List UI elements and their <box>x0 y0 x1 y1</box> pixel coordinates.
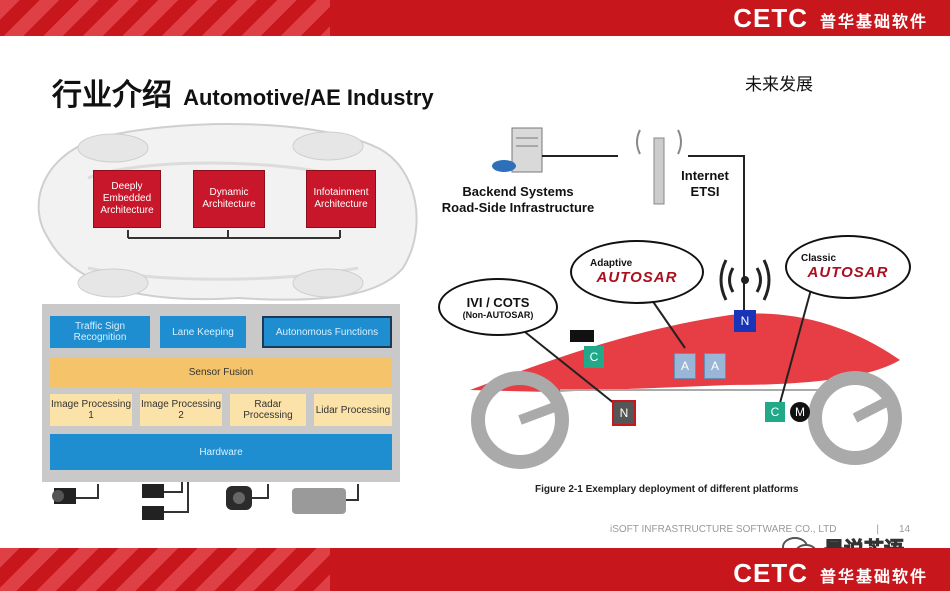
footer-page-number: 14 <box>899 524 911 535</box>
radar-sensor-icon <box>226 484 269 510</box>
software-stack: Traffic Sign Recognition Lane Keeping Au… <box>42 304 400 482</box>
footer-stripes <box>0 548 330 591</box>
camera-icon <box>52 484 99 504</box>
node-a-2: A <box>704 353 726 379</box>
infotainment-architecture-box: Infotainment Architecture <box>306 170 376 228</box>
header-stripes <box>0 0 330 36</box>
stereo-camera-icon <box>142 482 189 520</box>
sensor-icons <box>52 482 359 520</box>
antenna-icon <box>636 129 682 205</box>
title-en: Automotive/AE Industry <box>183 85 434 110</box>
image-processing-2: Image Processing 2 <box>140 394 222 426</box>
camera-icon <box>570 330 594 342</box>
wireless-signal-icon <box>719 259 771 301</box>
title-cn: 行业介绍 <box>52 78 172 113</box>
image-processing-1: Image Processing 1 <box>50 394 132 426</box>
deployment-lines <box>470 127 902 469</box>
internet-label: Internet ETSI <box>681 168 729 199</box>
lidar-processing: Lidar Processing <box>314 394 392 426</box>
node-a-1: A <box>674 353 696 379</box>
front-wheel <box>808 371 902 465</box>
car-diagram: Deeply Embedded Architecture Dynamic Arc… <box>18 118 428 308</box>
node-n-antenna: N <box>734 310 756 332</box>
autonomous-functions: Autonomous Functions <box>262 316 392 348</box>
backend-label: Backend Systems Road-Side Infrastructure <box>441 184 595 215</box>
node-c-camera: C <box>584 346 604 368</box>
footer-separator: | <box>876 524 880 535</box>
sensor-fusion: Sensor Fusion <box>50 357 392 387</box>
node-n-ivi: N <box>612 400 636 426</box>
dynamic-architecture-box: Dynamic Architecture <box>193 170 265 228</box>
server-icon <box>492 127 543 173</box>
classic-autosar-bubble: Classic AUTOSAR <box>785 235 911 299</box>
ivi-cots-bubble: IVI / COTS (Non-AUTOSAR) <box>438 278 558 336</box>
node-m-classic: M <box>790 402 810 422</box>
adaptive-autosar-bubble: Adaptive AUTOSAR <box>570 240 704 304</box>
page-title: 行业介绍 Automotive/AE Industry <box>52 70 434 114</box>
footer-company: iSOFT INFRASTRUCTURE SOFTWARE CO., LTD <box>610 524 837 535</box>
future-label: 未来发展 <box>745 75 813 95</box>
lane-keeping: Lane Keeping <box>160 316 246 348</box>
node-c-classic: C <box>765 402 785 422</box>
deeply-embedded-box: Deeply Embedded Architecture <box>93 170 161 228</box>
lidar-sensor-icon <box>292 484 359 514</box>
rear-wheel <box>471 371 569 469</box>
radar-processing: Radar Processing <box>230 394 306 426</box>
hardware: Hardware <box>50 434 392 470</box>
figure-caption: Figure 2-1 Exemplary deployment of diffe… <box>535 484 799 495</box>
traffic-sign-recognition: Traffic Sign Recognition <box>50 316 150 348</box>
deployment-diagram: Backend Systems Road-Side Infrastructure… <box>430 110 940 510</box>
